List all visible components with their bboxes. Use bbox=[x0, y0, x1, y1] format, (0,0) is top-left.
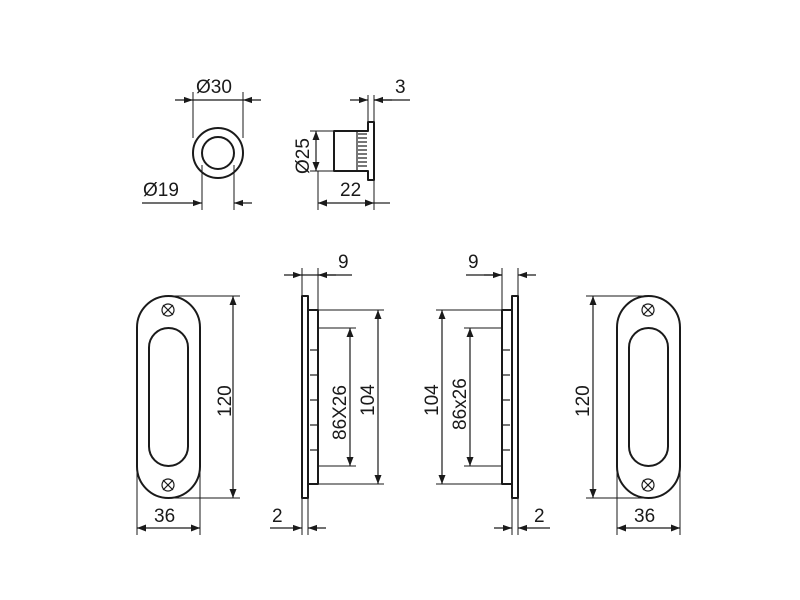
knob-side-diameter-label: Ø25 bbox=[293, 138, 314, 174]
right-plate-width-label: 36 bbox=[634, 506, 655, 527]
left-side-flange-label: 9 bbox=[338, 252, 349, 273]
left-side-section-view bbox=[270, 268, 384, 535]
knob-side-view bbox=[310, 95, 410, 210]
right-plate-front-view bbox=[586, 295, 681, 535]
right-side-height-label: 104 bbox=[422, 384, 443, 416]
right-side-flange-label: 9 bbox=[468, 252, 479, 273]
right-side-thickness-label: 2 bbox=[534, 506, 545, 527]
left-side-recess-label: 86X26 bbox=[330, 385, 351, 440]
knob-depth-label: 22 bbox=[340, 180, 361, 201]
right-side-recess-label: 86x26 bbox=[450, 378, 471, 430]
knob-front-view bbox=[142, 92, 261, 210]
right-side-section-view bbox=[436, 268, 550, 535]
left-plate-height-label: 120 bbox=[215, 385, 236, 417]
left-plate-width-label: 36 bbox=[154, 506, 175, 527]
knob-outer-diameter-label: Ø30 bbox=[196, 77, 232, 98]
left-plate-front-view bbox=[136, 295, 240, 535]
left-side-height-label: 104 bbox=[358, 384, 379, 416]
knob-flange-label: 3 bbox=[395, 77, 406, 98]
knob-inner-diameter-label: Ø19 bbox=[143, 180, 179, 201]
right-plate-height-label: 120 bbox=[573, 385, 594, 417]
left-side-thickness-label: 2 bbox=[272, 506, 283, 527]
